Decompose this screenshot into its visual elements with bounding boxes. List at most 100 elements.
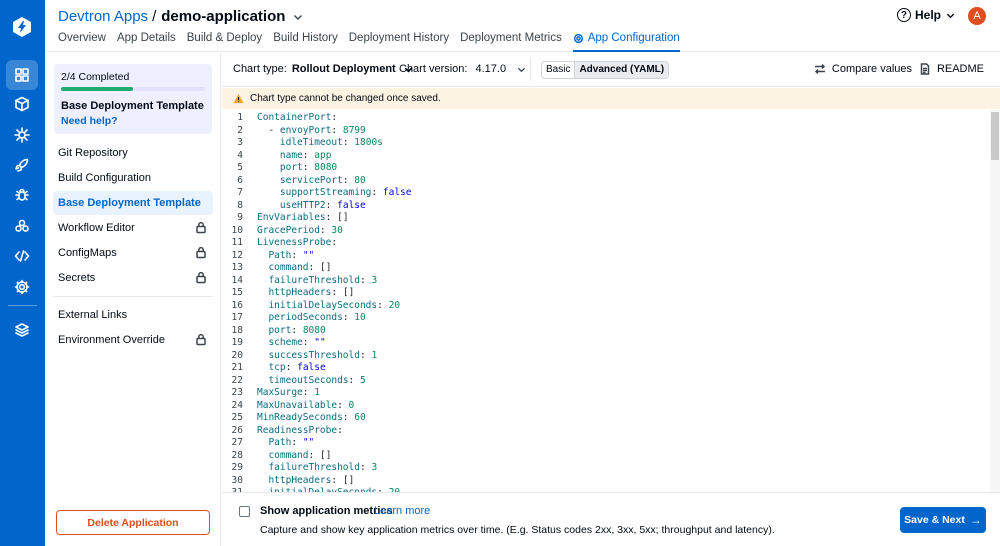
line-text: failureThreshold: 3 (268, 274, 378, 286)
line-text: LivenessProbe: (257, 237, 338, 248)
app-tabs: Overview App Details Build & Deploy Buil… (58, 32, 691, 52)
line-text: MaxSurge: 1 (257, 387, 320, 398)
line-number: 21 (231, 362, 243, 373)
user-avatar[interactable]: A (968, 7, 986, 25)
sidebar-item-label: Secrets (58, 272, 96, 284)
nav-global-config-gear-icon[interactable] (6, 272, 38, 302)
readme-button[interactable]: README (919, 63, 984, 75)
show-metrics-checkbox[interactable] (239, 506, 250, 517)
nav-applications-icon[interactable] (6, 60, 38, 90)
sidebar-item-workflow-editor[interactable]: Workflow Editor (53, 216, 213, 240)
line-text: servicePort: 80 (279, 174, 366, 186)
chart-version-value: 4.17.0 (475, 63, 507, 75)
help-menu[interactable]: ? Help (896, 8, 955, 22)
line-text: idleTimeout: 1800s (279, 137, 383, 148)
line-number: 2 (237, 124, 243, 136)
sidebar-item-environment-override[interactable]: Environment Override (53, 328, 213, 352)
line-number: 16 (231, 299, 243, 311)
sidebar-item-external-links[interactable]: External Links (58, 309, 128, 321)
line-number: 7 (237, 187, 243, 198)
sidebar-item-base-deployment-template[interactable]: Base Deployment Template (53, 191, 213, 215)
mode-basic-button[interactable]: Basic (546, 64, 571, 75)
app-switcher-chevron-down-icon[interactable] (293, 12, 303, 22)
page-header: Devtron Apps / demo-application Overview… (45, 0, 1000, 52)
line-number: 11 (231, 237, 243, 248)
line-number: 10 (231, 224, 243, 236)
template-toolbar: Chart type: Rollout Deployment Chart ver… (222, 53, 1000, 87)
toolbar-divider (530, 59, 531, 81)
learn-more-link[interactable]: Learn more (374, 505, 431, 517)
chart-version-select[interactable]: Chart version: 4.17.0 (399, 63, 526, 75)
nav-stack-layers-icon[interactable] (6, 315, 38, 345)
nav-code-icon[interactable] (6, 241, 38, 271)
warning-triangle-icon (233, 93, 244, 104)
editor-scrollbar[interactable] (990, 110, 1000, 492)
delete-application-button[interactable]: Delete Application (56, 510, 210, 535)
nav-clusters-icon[interactable] (6, 211, 38, 241)
line-text: command: [] (268, 449, 332, 461)
tab-deployment-history[interactable]: Deployment History (348, 32, 450, 44)
tab-app-configuration[interactable]: App Configuration (572, 32, 680, 52)
need-help-link[interactable]: Need help? (61, 115, 118, 127)
nav-security-bug-icon[interactable] (6, 180, 38, 210)
readme-label: README (936, 63, 984, 75)
breadcrumb-devtron-apps[interactable]: Devtron Apps (58, 8, 149, 25)
sidebar-divider (53, 296, 213, 297)
tab-overview[interactable]: Overview (58, 32, 106, 44)
left-nav-rail (0, 0, 45, 546)
lock-icon (195, 246, 207, 259)
line-number: 13 (231, 262, 243, 273)
tab-deployment-metrics[interactable]: Deployment Metrics (460, 32, 562, 44)
metrics-description: Capture and show key application metrics… (260, 524, 775, 536)
line-text: MaxUnavailable: 0 (257, 399, 355, 411)
sidebar-item-secrets[interactable]: Secrets (53, 266, 213, 290)
compare-values-button[interactable]: Compare values (814, 63, 912, 75)
line-text: EnvVariables: [] (257, 212, 349, 223)
line-number: 8 (237, 199, 243, 211)
help-label: Help (914, 8, 941, 22)
line-number: 25 (231, 412, 243, 423)
save-and-next-label: Save & Next (904, 514, 965, 526)
app-name-title: demo-application (161, 8, 286, 25)
line-number: 12 (231, 249, 243, 261)
progress-status: 2/4 Completed (61, 71, 130, 83)
line-number: 6 (237, 174, 243, 186)
line-text: httpHeaders: [] (268, 287, 355, 298)
editor-scrollbar-thumb[interactable] (991, 112, 999, 160)
line-text: Path: "" (268, 437, 315, 448)
line-text: Path: "" (268, 249, 315, 261)
lock-icon (195, 221, 207, 234)
editor-mode-toggle: Basic Advanced (YAML) (541, 61, 670, 79)
line-number: 31 (222, 487, 243, 492)
compare-arrows-icon (814, 63, 825, 75)
nav-resource-browser-icon[interactable] (6, 120, 38, 150)
save-and-next-button[interactable]: Save & Next → (900, 507, 986, 533)
tab-build-history[interactable]: Build History (273, 32, 338, 44)
line-number: 23 (231, 387, 243, 398)
chart-type-value: Rollout Deployment (291, 63, 396, 75)
devtron-logo-icon[interactable] (11, 16, 33, 38)
tab-build-deploy[interactable]: Build & Deploy (186, 32, 263, 44)
nav-deploy-rocket-icon[interactable] (6, 150, 38, 180)
sidebar-item-configmaps[interactable]: ConfigMaps (53, 241, 213, 265)
compare-values-label: Compare values (831, 63, 912, 75)
mode-advanced-yaml-button[interactable]: Advanced (YAML) (574, 62, 669, 78)
line-text: tcp: false (268, 362, 326, 373)
chart-type-select[interactable]: Chart type: Rollout Deployment (233, 63, 413, 75)
sidebar-item-build-configuration[interactable]: Build Configuration (58, 172, 151, 184)
breadcrumb: Devtron Apps / demo-application (58, 8, 303, 25)
sidebar-item-git-repository[interactable]: Git Repository (58, 147, 128, 159)
nav-chart-store-icon[interactable] (6, 89, 38, 119)
help-chevron-down-icon (946, 13, 955, 18)
progress-current-step: Base Deployment Template (61, 100, 204, 112)
config-sidebar: 2/4 Completed Base Deployment Template N… (45, 53, 221, 546)
chevron-down-icon (404, 67, 412, 72)
line-text: periodSeconds: 10 (268, 312, 366, 323)
line-text: GracePeriod: 30 (257, 224, 343, 236)
line-text: scheme: "" (268, 337, 326, 348)
tab-app-details[interactable]: App Details (116, 32, 176, 44)
line-text: MinReadySeconds: 60 (257, 412, 366, 423)
line-text: - envoyPort: 8799 (268, 124, 366, 136)
